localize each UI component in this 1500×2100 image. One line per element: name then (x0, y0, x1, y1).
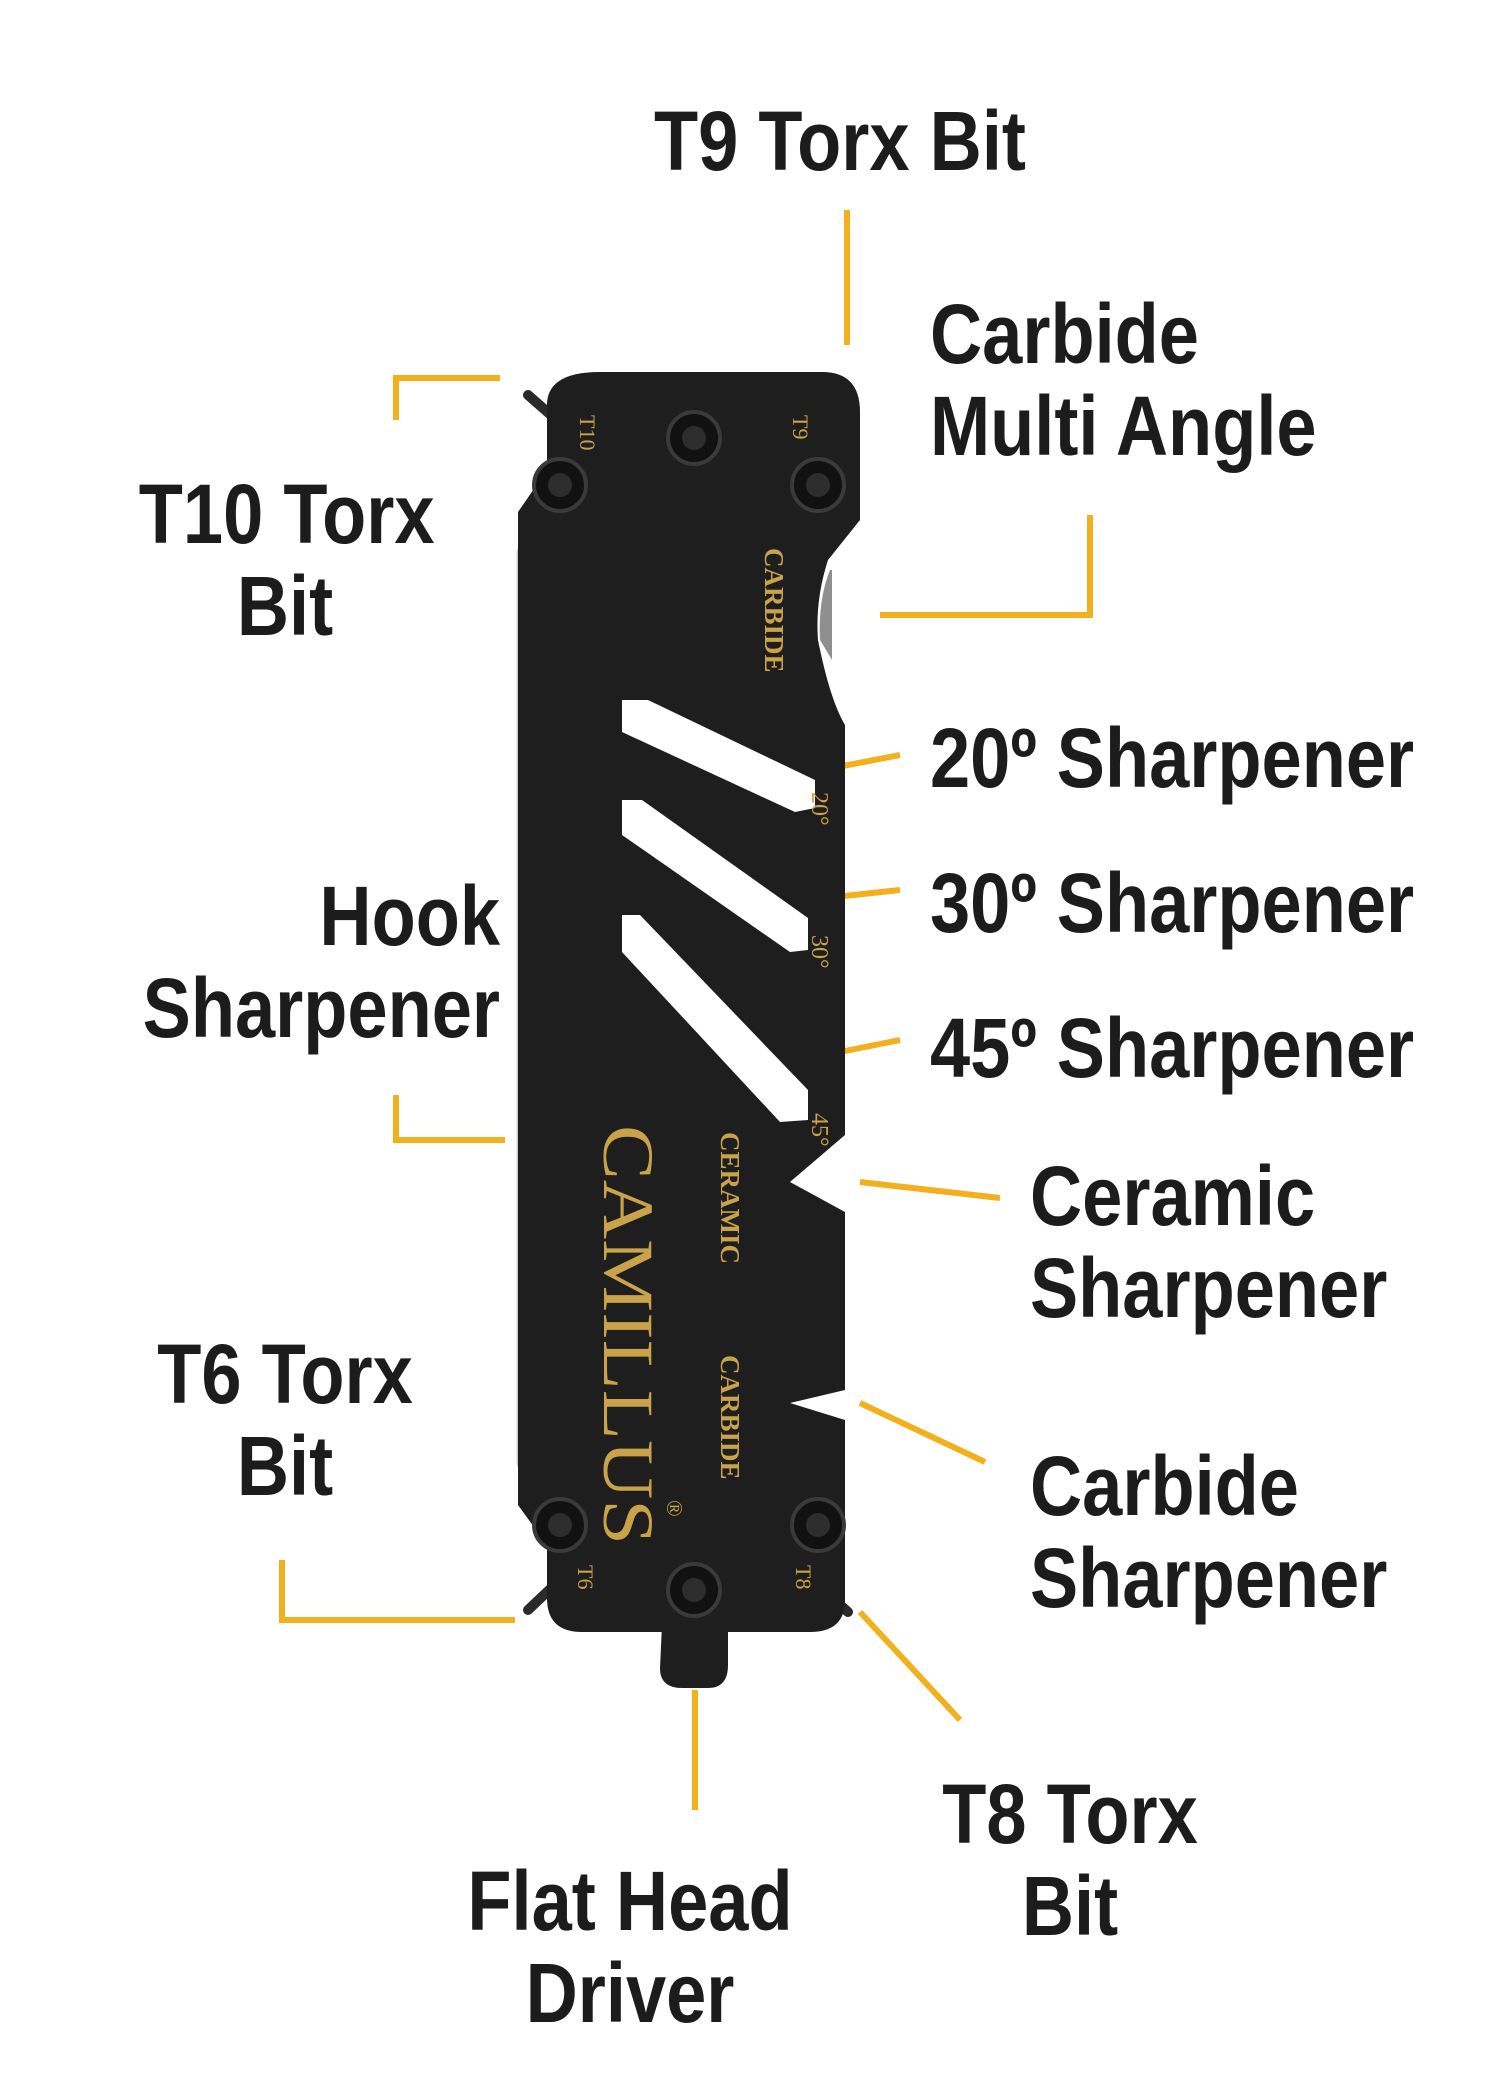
leader-ceramic (859, 1179, 1001, 1201)
callout-line: Sharpener (1030, 1531, 1388, 1625)
callout-line: Sharpener (1030, 1241, 1388, 1335)
screw-icon (790, 1497, 846, 1553)
flat-head-driver-icon (660, 1625, 728, 1688)
screw-icon (666, 410, 722, 466)
leader-t10 (393, 375, 500, 420)
callout-line: T9 Torx Bit (654, 94, 1026, 188)
brand-logo-text: CAMILLUS (588, 1125, 668, 1545)
screw-icon (790, 457, 846, 513)
callout-45-degree-sharpener: 45º Sharpener (930, 1001, 1415, 1095)
callout-line: Hook (319, 869, 500, 963)
marking-30-degrees: 30° (806, 935, 832, 969)
callout-line: 20º Sharpener (930, 711, 1415, 805)
registered-mark: ® (662, 1500, 687, 1517)
callout-20-degree-sharpener: 20º Sharpener (930, 711, 1415, 805)
callout-t10-torx-bit: T10 Torx Bit (138, 467, 435, 653)
callout-carbide-multi-angle: Carbide Multi Angle (930, 288, 1377, 472)
callout-line: Flat Head (467, 1854, 793, 1948)
slot-20 (622, 700, 815, 812)
marking-45-degrees: 45° (806, 1113, 832, 1147)
callout-line: T10 Torx (138, 467, 435, 561)
callout-line: 30º Sharpener (930, 856, 1415, 950)
leader-t8 (857, 1609, 963, 1723)
marking-t6: T6 (573, 1565, 598, 1589)
callout-line: Bit (1021, 1859, 1119, 1953)
callout-30-degree-sharpener: 30º Sharpener (930, 856, 1415, 950)
callout-flat-head-driver: Flat Head Driver (458, 1855, 802, 2039)
marking-t9: T9 (788, 415, 813, 439)
callout-line: Sharpener (142, 961, 501, 1055)
screws (532, 410, 846, 1618)
callout-line: Ceramic (1030, 1149, 1316, 1243)
callout-hook-sharpener: Hook Sharpener (104, 870, 500, 1054)
leader-hook (393, 1095, 505, 1143)
leader-carbide (858, 1400, 987, 1465)
carbide-insert (819, 570, 832, 660)
screw-icon (532, 1497, 588, 1553)
slot-30 (622, 800, 808, 952)
callout-line: Driver (525, 1946, 735, 2040)
marking-carbide-top: CARBIDE (759, 548, 789, 673)
leader-t6 (279, 1560, 515, 1623)
slot-45 (622, 915, 808, 1122)
callout-line: T8 Torx (942, 1767, 1198, 1861)
callout-ceramic-sharpener: Ceramic Sharpener (1030, 1150, 1391, 1334)
marking-ceramic: CERAMIC (715, 1132, 745, 1264)
marking-carbide-bottom: CARBIDE (715, 1355, 745, 1480)
callout-t9-torx-bit: T9 Torx Bit (582, 95, 1098, 187)
callout-t6-torx-bit: T6 Torx Bit (139, 1328, 431, 1512)
callout-t8-torx-bit: T8 Torx Bit (924, 1768, 1216, 1952)
marking-t8: T8 (791, 1565, 816, 1589)
tool-markings: T10 T9 CARBIDE 20° 30° 45° CERAMIC CARBI… (573, 415, 832, 1589)
callout-line: Carbide (1030, 1439, 1299, 1533)
marking-20-degrees: 20° (806, 792, 832, 826)
screw-icon (532, 457, 588, 513)
callout-line: Carbide (930, 287, 1199, 381)
leader-carbide-multi (880, 515, 1093, 618)
angle-slots (622, 700, 815, 1122)
callout-line: Bit (236, 1419, 334, 1513)
callout-line: T6 Torx (157, 1327, 413, 1421)
callout-line: Bit (236, 559, 334, 653)
callout-line: Multi Angle (930, 379, 1317, 473)
callout-carbide-sharpener: Carbide Sharpener (1030, 1440, 1391, 1624)
screw-icon (666, 1562, 722, 1618)
marking-t10: T10 (575, 415, 600, 450)
callout-line: 45º Sharpener (930, 1001, 1415, 1095)
